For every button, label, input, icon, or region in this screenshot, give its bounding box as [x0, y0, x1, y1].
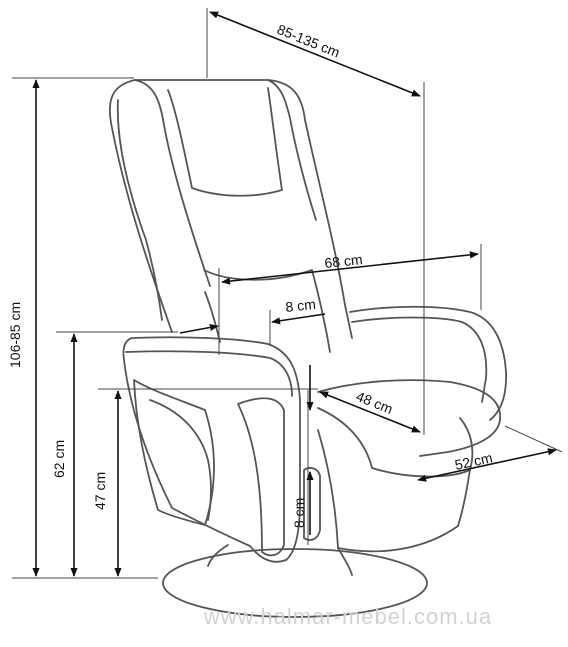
- dim-line-seat-width: [221, 251, 479, 285]
- armrest-side-panel: [237, 397, 285, 557]
- right-armrest-inner: [351, 316, 488, 403]
- seat-cushion: [317, 379, 501, 457]
- label-depth-range: 85-135 cm: [275, 21, 342, 61]
- right-wing: [267, 79, 317, 221]
- footrest: [317, 429, 471, 553]
- backrest: [108, 79, 353, 339]
- dim-line-armrest-width-a: [179, 323, 219, 334]
- label-side-depth: 52 cm: [453, 449, 494, 473]
- label-seat-width: 68 cm: [324, 251, 364, 271]
- left-armrest: [122, 336, 301, 563]
- left-wing: [134, 79, 211, 287]
- label-seat-height: 47 cm: [92, 472, 108, 510]
- label-seat-depth: 48 cm: [354, 388, 395, 417]
- right-armrest: [349, 305, 507, 421]
- back-cushion-lower: [204, 291, 221, 343]
- chair-base: [162, 548, 428, 618]
- head-cushion: [167, 87, 283, 197]
- label-armrest-height: 62 cm: [51, 440, 67, 478]
- dim-line-side-depth: [417, 448, 557, 482]
- footrest-lower: [337, 547, 353, 576]
- dim-line-depth: [209, 11, 421, 97]
- guide-side-depth: [504, 425, 563, 453]
- armrest-front-panel: [133, 379, 215, 526]
- dim-line-seat-depth: [319, 391, 421, 433]
- base-stem: [207, 544, 229, 567]
- dimension-labels: 85-135 cm 68 cm 8 cm 48 cm 52 cm 106-85 …: [7, 21, 494, 528]
- label-armrest-width: 8 cm: [285, 296, 317, 315]
- label-lever-size: 8 cm: [291, 498, 307, 528]
- dim-line-armrest-width-b: [271, 313, 326, 325]
- armrest-seam: [149, 399, 212, 521]
- watermark: www.halmar-mebel.com.ua: [203, 604, 492, 629]
- seat-front: [317, 407, 474, 478]
- left-armrest-top: [125, 350, 293, 397]
- left-wing-edge: [116, 99, 163, 321]
- label-total-height: 106-85 cm: [7, 302, 23, 368]
- dimension-lines: [12, 8, 563, 579]
